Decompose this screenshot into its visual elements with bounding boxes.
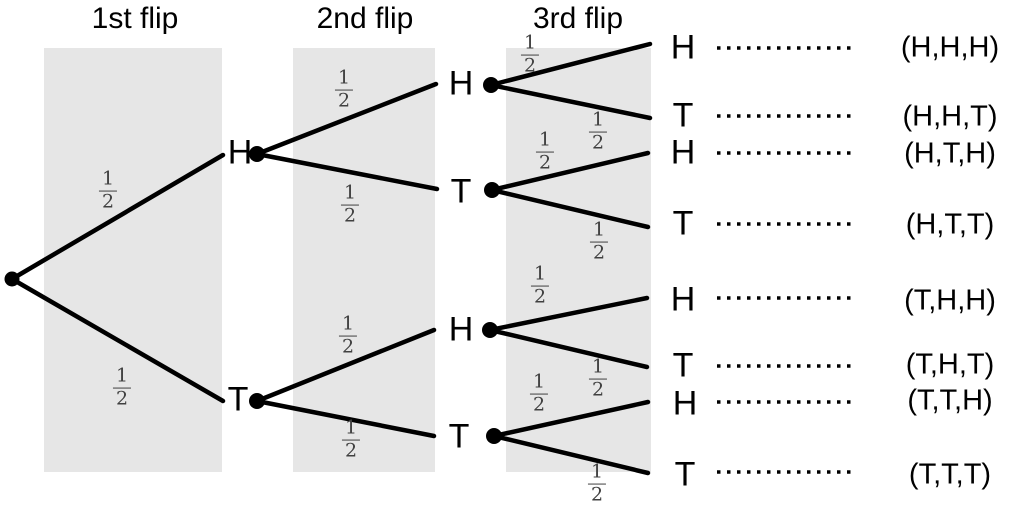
branch-TH-to-THT: [487, 327, 650, 370]
prob-numerator: 1: [341, 418, 361, 441]
prob-denominator: 2: [344, 439, 358, 462]
leaf-label-HHT: T: [672, 96, 694, 135]
outcome-HTH: (H,T,H): [904, 137, 996, 170]
prob-numerator: 1: [340, 183, 360, 206]
prob-denominator: 2: [533, 285, 547, 308]
column-header-2nd-flip: 2nd flip: [316, 2, 414, 35]
flip2-column-band: [293, 48, 435, 472]
node-dot-T: [249, 393, 265, 409]
prob-numerator: 1: [520, 33, 540, 56]
column-header-1st-flip: 1st flip: [91, 2, 179, 35]
branch-H-to-HH: [254, 81, 439, 157]
prob-denominator: 2: [591, 131, 605, 154]
prob-denominator: 2: [592, 241, 606, 264]
branch-HH-to-HHH: [488, 41, 653, 88]
flip3-column-band: [506, 48, 651, 472]
node-dot-HH: [483, 77, 499, 93]
branch-root-to-T: [9, 276, 226, 404]
prob-denominator: 2: [337, 89, 351, 112]
node-dot-TT: [486, 428, 502, 444]
leaf-label-TTH: H: [672, 384, 698, 423]
prob-numerator: 1: [98, 169, 118, 192]
branch-H-to-HT: [254, 151, 440, 192]
prob-denominator: 2: [523, 54, 537, 77]
branch-T-to-TH: [254, 327, 437, 404]
branch-root-to-H: [9, 152, 226, 282]
prob-numerator: 1: [112, 366, 132, 389]
node-label-flip1-T: T: [227, 380, 249, 419]
prob-denominator: 2: [341, 335, 355, 358]
outcome-TTH: (T,T,H): [907, 384, 993, 417]
prob-numerator: 1: [535, 130, 555, 153]
outcome-THH: (T,H,H): [904, 284, 996, 317]
branch-TH-to-THH: [487, 295, 650, 333]
prob-denominator: 2: [591, 378, 605, 401]
prob-denominator: 2: [115, 387, 129, 410]
branch-TT-to-TTH: [491, 399, 651, 439]
node-dot-H: [249, 146, 265, 162]
branch-HH-to-HHT: [488, 82, 653, 121]
branch-TT-to-TTT: [491, 433, 651, 476]
node-label-flip2-TT: T: [448, 417, 470, 456]
leaf-label-HHH: H: [670, 28, 696, 67]
prob-numerator: 1: [338, 314, 358, 337]
leaf-label-THT: T: [672, 346, 694, 385]
node-label-flip2-HH: H: [448, 64, 474, 103]
prob-numerator: 1: [588, 357, 608, 380]
branch-HT-to-HTT: [489, 187, 651, 230]
leaf-label-HTH: H: [670, 133, 696, 172]
prob-denominator: 2: [343, 204, 357, 227]
prob-numerator: 1: [529, 372, 549, 395]
leaf-label-TTT: T: [674, 455, 696, 494]
prob-numerator: 1: [334, 68, 354, 91]
leaf-label-THH: H: [670, 280, 696, 319]
node-label-flip1-H: H: [227, 133, 253, 172]
prob-denominator: 2: [532, 393, 546, 416]
leaf-label-HTT: T: [672, 204, 694, 243]
root-node-dot: [4, 271, 20, 287]
outcome-HHT: (H,H,T): [902, 100, 998, 133]
outcome-HTT: (H,T,T): [905, 208, 995, 241]
prob-numerator: 1: [530, 264, 550, 287]
outcome-TTT: (T,T,T): [908, 458, 992, 491]
node-label-flip2-TH: H: [448, 310, 474, 349]
prob-denominator: 2: [101, 190, 115, 213]
node-label-flip2-HT: T: [450, 172, 472, 211]
outcome-HHH: (H,H,H): [900, 31, 1000, 64]
prob-numerator: 1: [587, 462, 607, 485]
prob-numerator: 1: [589, 220, 609, 243]
node-dot-HT: [484, 182, 500, 198]
prob-numerator: 1: [588, 110, 608, 133]
outcome-THT: (T,H,T): [905, 348, 995, 381]
branch-T-to-TT: [254, 398, 437, 439]
flip1-column-band: [44, 48, 222, 472]
branch-HT-to-HTH: [489, 150, 651, 193]
node-dot-TH: [482, 322, 498, 338]
prob-denominator: 2: [590, 483, 604, 506]
column-header-3rd-flip: 3rd flip: [532, 2, 624, 35]
prob-denominator: 2: [538, 151, 552, 174]
